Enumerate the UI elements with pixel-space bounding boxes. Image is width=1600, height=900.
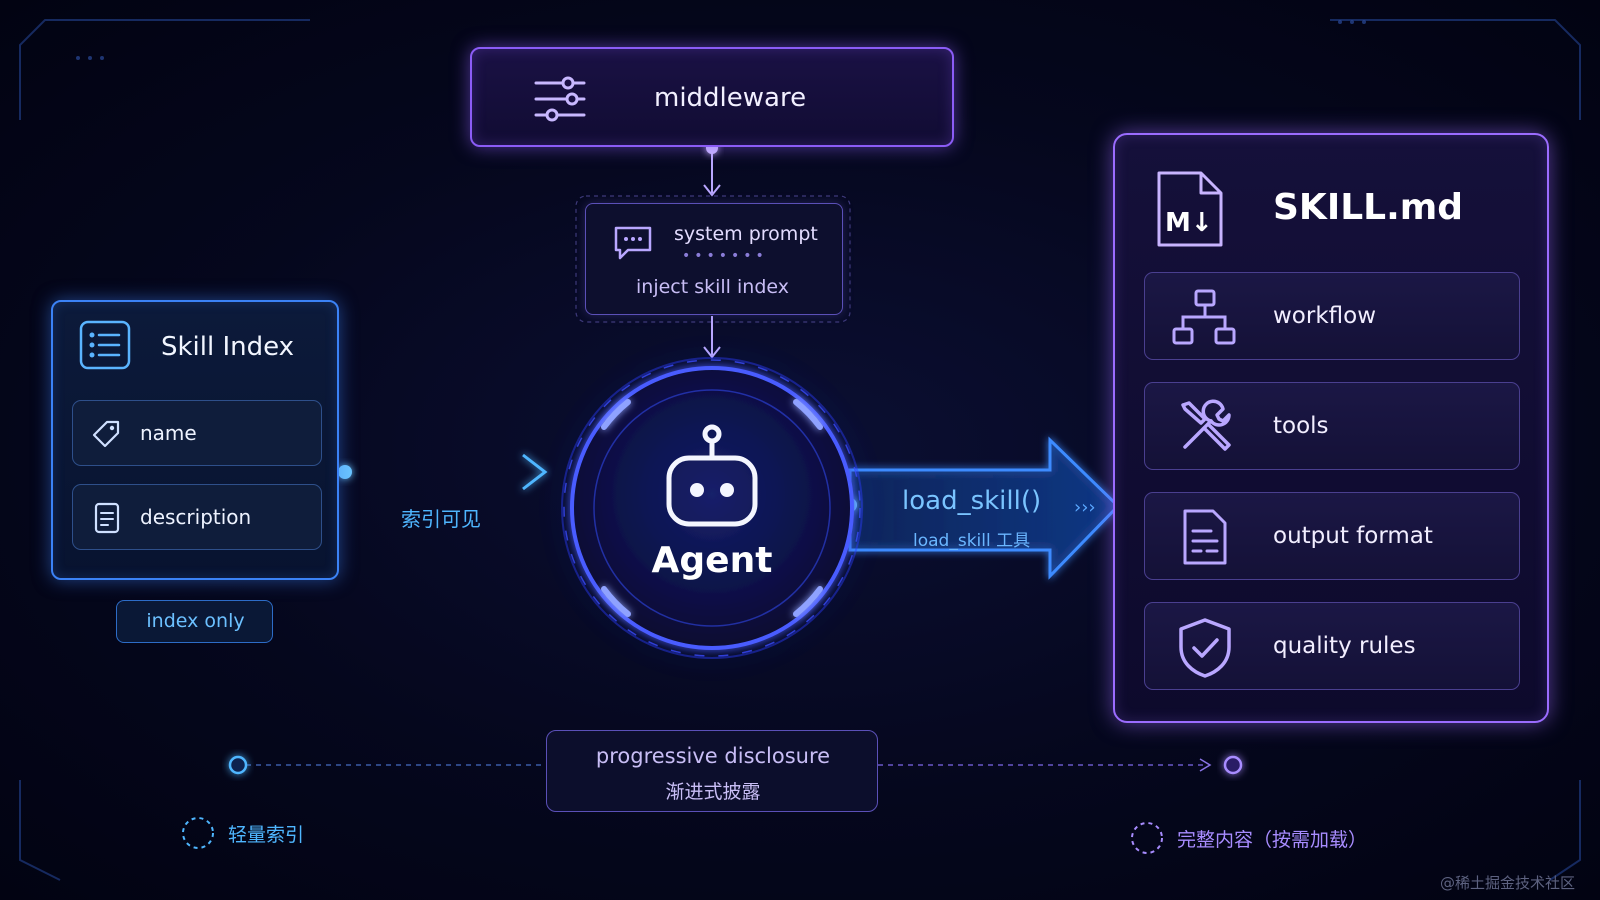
load-skill-label: load_skill() xyxy=(902,486,1042,516)
progressive-subtitle: 渐进式披露 xyxy=(665,781,761,803)
agent-label: Agent xyxy=(651,540,773,581)
svg-text:M↓: M↓ xyxy=(1165,208,1213,238)
hud-frame xyxy=(19,19,1581,881)
skill-md-item-output-format[interactable]: output format xyxy=(1144,492,1520,580)
skill-md-item-label: tools xyxy=(1273,413,1329,439)
svg-text:›››: ››› xyxy=(1074,497,1096,518)
load-skill-arrow xyxy=(848,436,1121,580)
skill-md-item-label: quality rules xyxy=(1273,633,1416,659)
progressive-title: progressive disclosure xyxy=(595,744,831,768)
shield-check-icon xyxy=(1179,618,1231,678)
skill-md-item-label: workflow xyxy=(1273,303,1377,329)
legend-full-content: 完整内容（按需加载） xyxy=(1177,829,1368,851)
skill-md-item-quality-rules[interactable]: quality rules xyxy=(1144,602,1520,690)
progressive-disclosure-box: progressive disclosure 渐进式披露 xyxy=(546,730,878,812)
skill-index-title: Skill Index xyxy=(161,332,295,362)
watermark: @稀土掘金技术社区 xyxy=(1440,874,1576,892)
index-only-badge: index only xyxy=(116,600,273,643)
hierarchy-icon xyxy=(1172,289,1236,345)
tag-icon xyxy=(92,420,120,448)
skill-md-item-workflow[interactable]: workflow xyxy=(1144,272,1520,360)
system-prompt-subtitle: inject skill index xyxy=(636,276,789,298)
skill-index-item-name[interactable]: name xyxy=(72,400,322,466)
skill-md-title: SKILL.md xyxy=(1273,187,1464,228)
middleware-panel[interactable]: middleware xyxy=(470,47,954,147)
skill-index-item-label: description xyxy=(140,505,252,529)
skill-md-item-tools[interactable]: tools xyxy=(1144,382,1520,470)
index-only-label: index only xyxy=(146,610,245,632)
system-prompt-panel: system prompt ••••••• inject skill index xyxy=(585,203,843,315)
legend-lightweight-index: 轻量索引 xyxy=(228,824,305,846)
system-prompt-title: system prompt xyxy=(674,223,818,245)
skill-md-item-label: output format xyxy=(1273,523,1433,549)
skill-index-panel[interactable]: Skill Index name description xyxy=(51,300,339,580)
chat-bubble-icon xyxy=(614,226,652,260)
tools-icon xyxy=(1181,399,1231,451)
agent-node xyxy=(561,357,863,659)
document-icon xyxy=(94,502,120,534)
list-icon xyxy=(79,320,131,370)
hud-dots xyxy=(76,20,1366,60)
load-skill-sublabel: load_skill 工具 xyxy=(913,531,1031,551)
sliders-icon xyxy=(534,76,586,122)
skill-index-item-label: name xyxy=(140,421,197,445)
dots-divider: ••••••• xyxy=(682,248,768,264)
index-visible-label: 索引可见 xyxy=(401,507,481,531)
middleware-label: middleware xyxy=(654,83,807,113)
document-lines-icon xyxy=(1183,509,1227,565)
skill-index-item-description[interactable]: description xyxy=(72,484,322,550)
robot-icon xyxy=(666,424,758,527)
markdown-file-icon: M↓ xyxy=(1157,171,1223,247)
